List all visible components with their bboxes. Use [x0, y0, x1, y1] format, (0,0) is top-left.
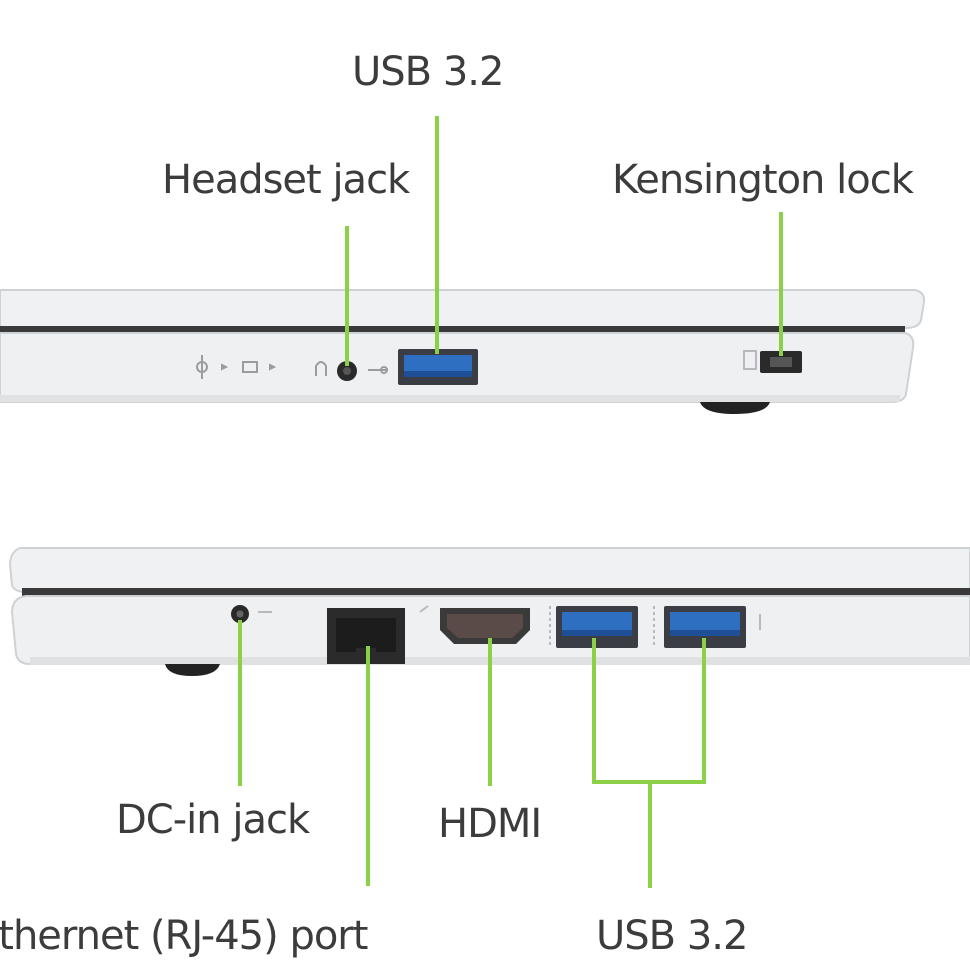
laptop-right-side	[0, 289, 926, 414]
base-shade	[30, 657, 970, 665]
base-shade	[0, 395, 900, 402]
ethernet-port-label: Ethernet (RJ-45) port	[0, 913, 368, 959]
leader-lines	[238, 116, 783, 888]
headset-jack-label: Headset jack	[162, 157, 410, 203]
status-led-icons	[196, 355, 277, 379]
headphone-icon	[315, 361, 327, 376]
usb-symbol-icon	[368, 366, 388, 374]
rubber-foot	[165, 664, 220, 676]
lid-top	[8, 547, 970, 593]
usb-top-label: USB 3.2	[352, 49, 504, 95]
kensington-lock-label: Kensington lock	[612, 157, 914, 203]
dc-in-jack-label: DC-in jack	[116, 797, 310, 843]
lid-seam	[0, 326, 905, 333]
usb-bottom-label: USB 3.2	[596, 913, 748, 959]
lock-symbol-icon	[743, 350, 757, 370]
hdmi-symbol-icon	[419, 605, 429, 613]
hdmi-label: HDMI	[438, 801, 542, 847]
lid-seam	[22, 588, 970, 596]
rubber-foot	[700, 402, 770, 414]
lid-top	[0, 289, 926, 329]
laptop-left-side	[8, 547, 970, 676]
